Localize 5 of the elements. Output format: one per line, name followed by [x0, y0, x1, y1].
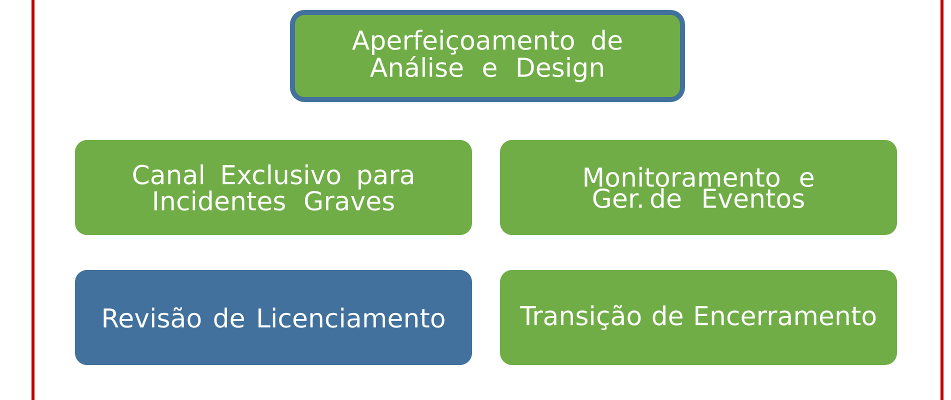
process-box: Monitoramento e Ger. de Eventos — [500, 140, 897, 235]
process-box: Transição de Encerramento — [500, 270, 897, 365]
process-box: Canal Exclusivo para Incidentes Graves — [75, 140, 472, 235]
process-box: Aperfeiçoamento de Análise e Design — [290, 10, 685, 102]
process-box: Revisão de Licenciamento — [75, 270, 472, 365]
